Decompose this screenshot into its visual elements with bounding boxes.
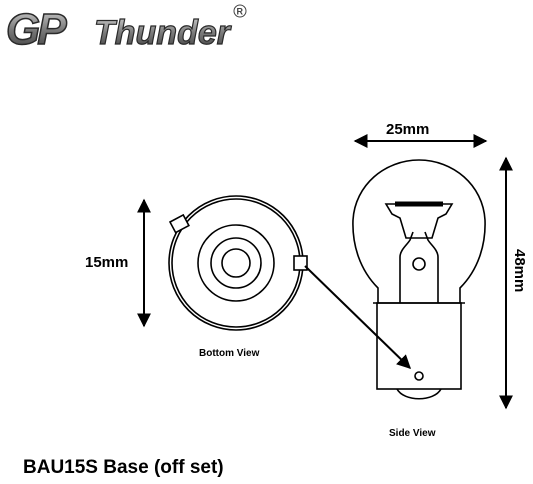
svg-text:Thunder: Thunder (94, 14, 232, 52)
diameter-label: 15mm (85, 254, 128, 271)
side-view-label: Side View (389, 428, 436, 439)
bottom-view-label: Bottom View (199, 348, 260, 359)
svg-text:R: R (237, 7, 244, 17)
gp-thunder-logo: GP Thunder R (5, 4, 247, 55)
bottom-view-drawing (168, 195, 308, 331)
caption: BAU15S Base (off set) (23, 457, 224, 478)
pin-pointer-arrow (304, 265, 412, 369)
svg-text:GP: GP (6, 5, 67, 54)
width-label: 25mm (386, 121, 429, 138)
height-label: 48mm (511, 249, 528, 292)
side-view-drawing (352, 159, 486, 400)
